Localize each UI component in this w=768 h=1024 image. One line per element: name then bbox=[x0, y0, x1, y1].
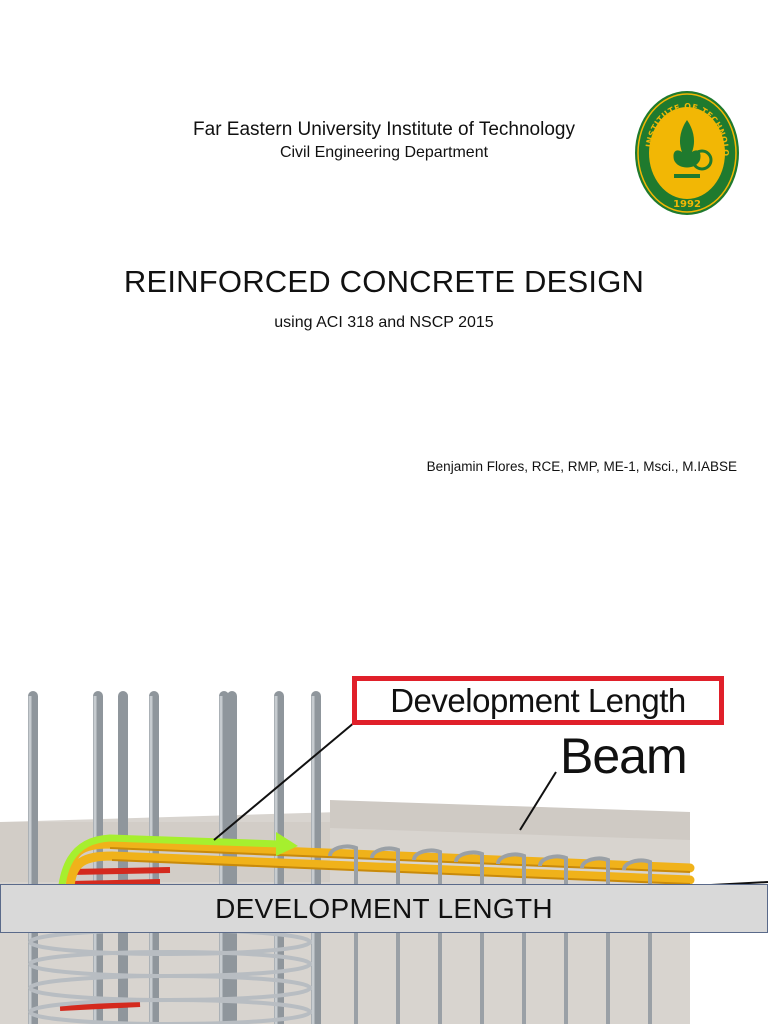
document-title: REINFORCED CONCRETE DESIGN bbox=[123, 264, 645, 299]
institution-name: Far Eastern University Institute of Tech… bbox=[193, 119, 575, 140]
university-seal: FEU INSTITUTE OF TECHNOLOGY 1992 bbox=[630, 83, 740, 216]
department-name: Civil Engineering Department bbox=[279, 144, 489, 161]
beam-label: Beam bbox=[560, 728, 688, 784]
seal-year: 1992 bbox=[673, 199, 701, 210]
document-subtitle: using ACI 318 and NSCP 2015 bbox=[274, 314, 494, 331]
development-length-label: Development Length bbox=[352, 676, 724, 725]
rebar-illustration bbox=[0, 672, 768, 1024]
section-banner: DEVELOPMENT LENGTH bbox=[0, 884, 768, 933]
seal-emblem-icon bbox=[673, 120, 713, 178]
author-credit: Benjamin Flores, RCE, RMP, ME-1, Msci., … bbox=[426, 459, 737, 474]
